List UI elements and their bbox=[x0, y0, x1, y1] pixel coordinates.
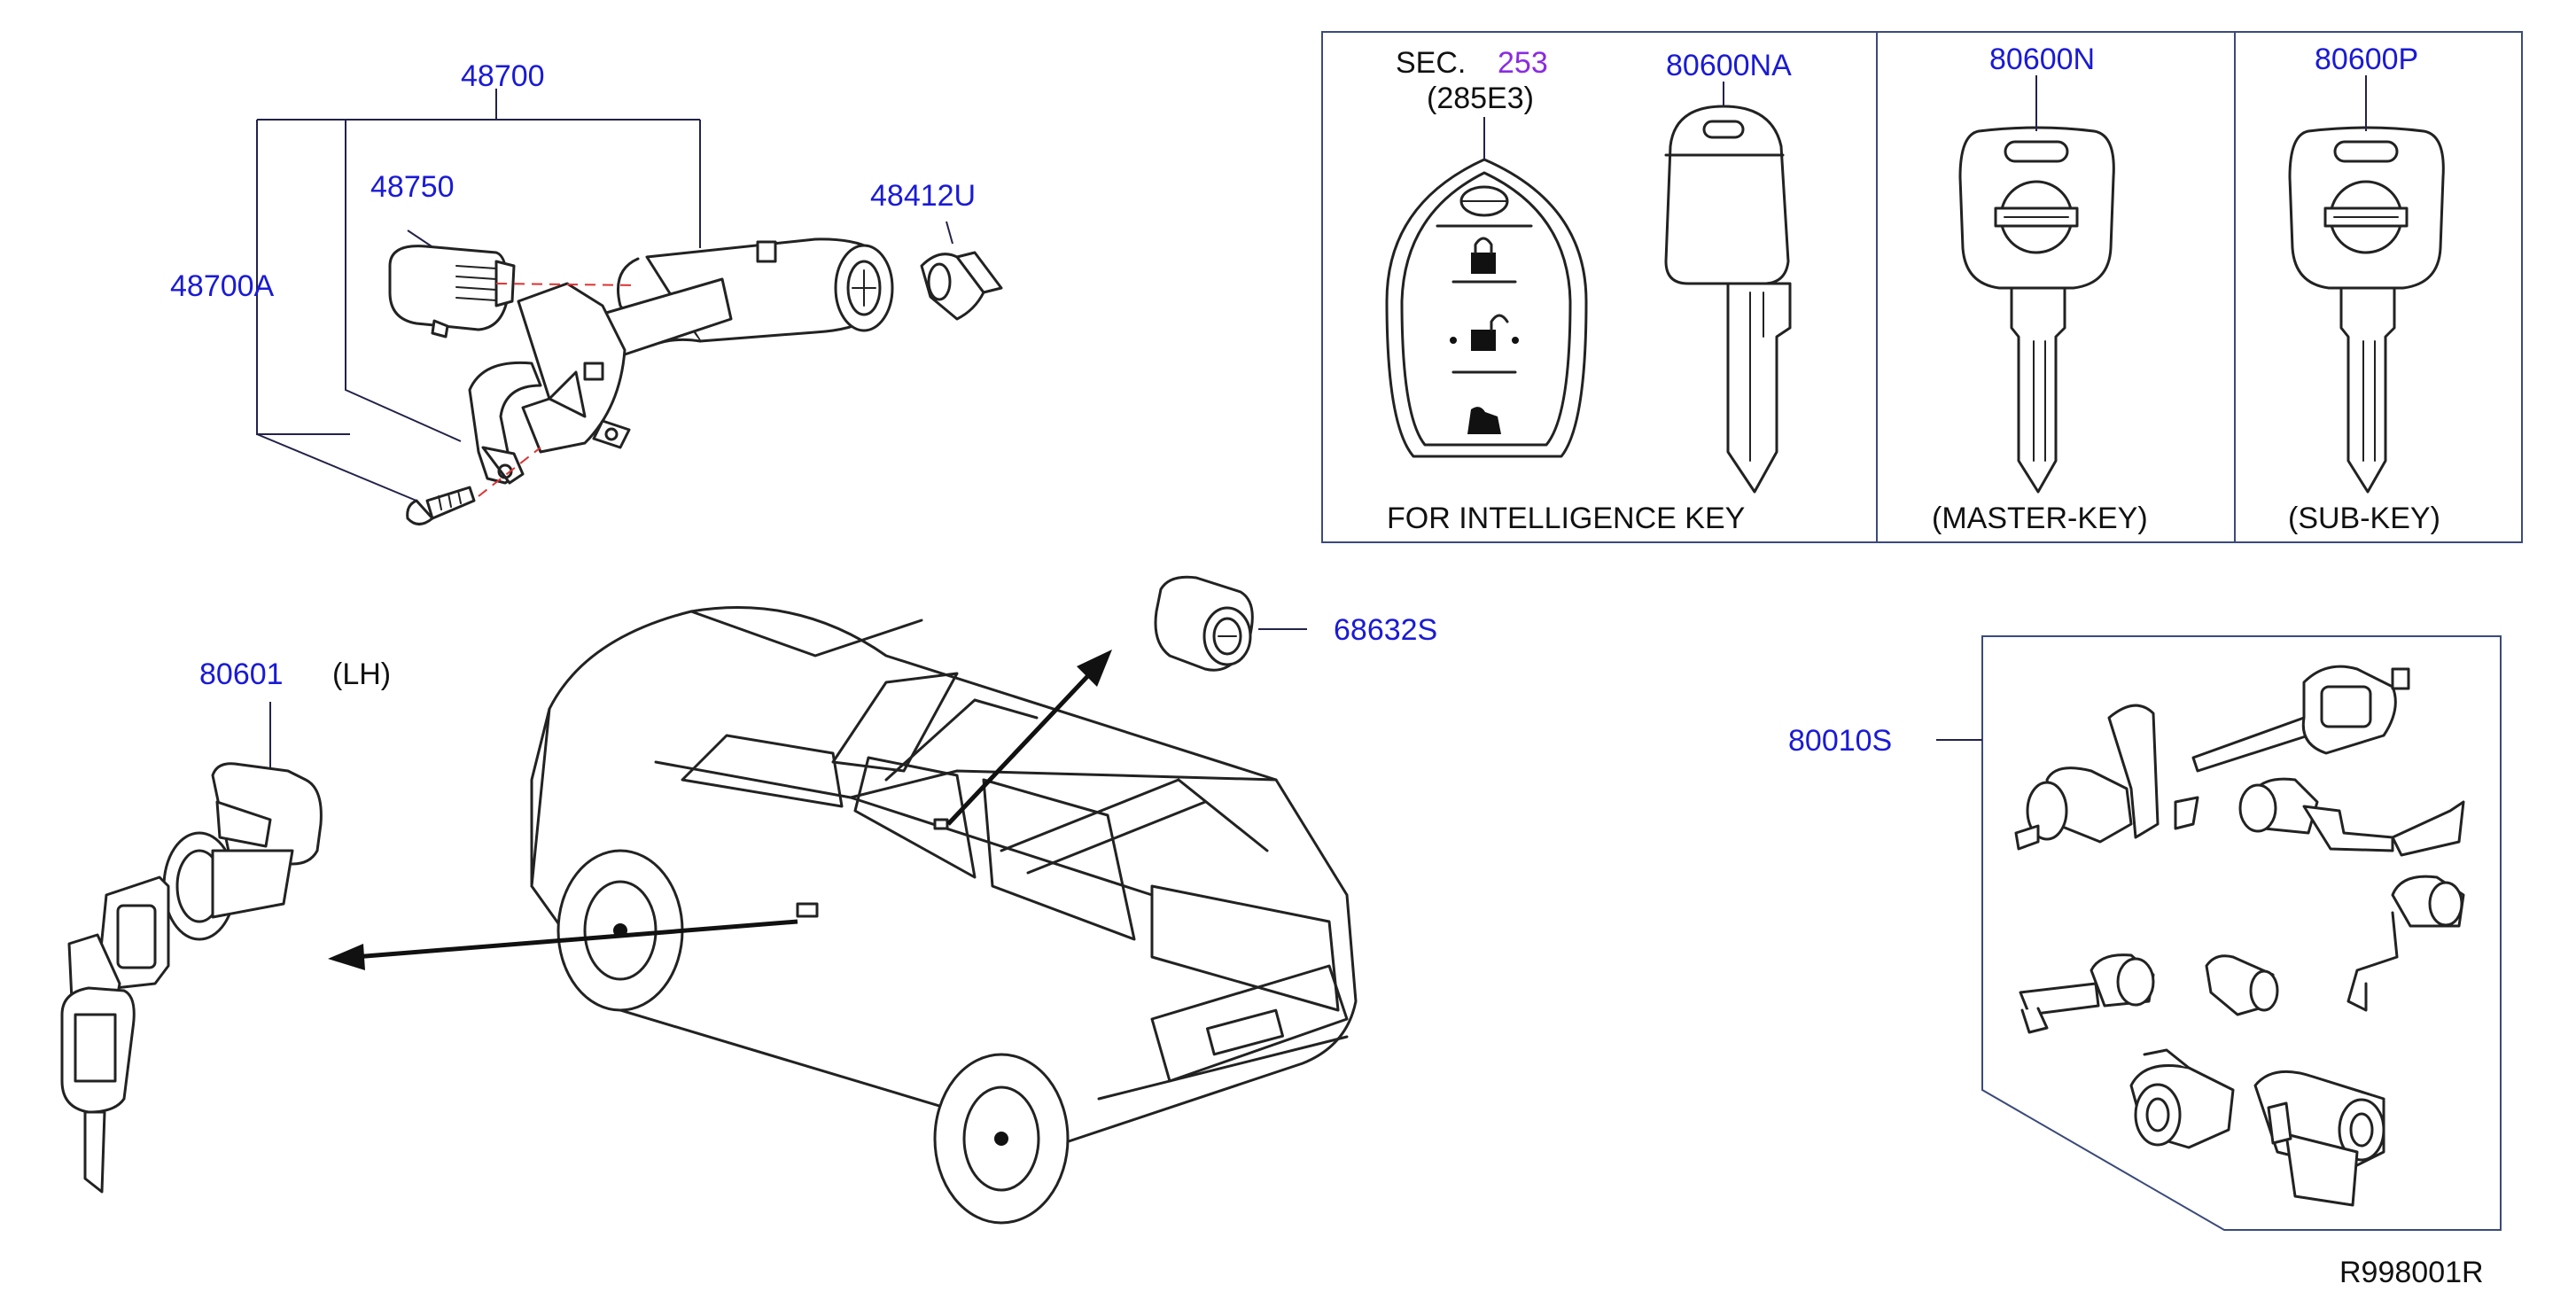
label-48700A: 48700A bbox=[170, 269, 275, 303]
section-number: 253 bbox=[1498, 46, 1548, 80]
ignition-knob-48412U-art bbox=[920, 251, 1003, 321]
lock-icon bbox=[1471, 237, 1496, 274]
label-48700: 48700 bbox=[461, 59, 545, 93]
nissan-logo-icon bbox=[1459, 185, 1509, 217]
figure-reference: R998001R bbox=[2339, 1256, 2484, 1289]
label-68632S: 68632S bbox=[1334, 613, 1437, 647]
label-80010S: 80010S bbox=[1788, 724, 1892, 758]
label-80600N: 80600N bbox=[1989, 43, 2095, 76]
trunk-release-icon bbox=[1467, 407, 1501, 434]
door-lock-cylinder-art bbox=[162, 762, 323, 941]
hatch-lock-68632S-group: 68632S bbox=[1154, 575, 1437, 672]
section-prefix: SEC. bbox=[1396, 46, 1466, 80]
door-key-art bbox=[60, 875, 170, 1194]
vehicle-art bbox=[530, 606, 1358, 1225]
label-48750: 48750 bbox=[370, 170, 455, 204]
sub-key-80600P-art bbox=[2288, 75, 2445, 494]
master-key-80600N-art bbox=[1958, 75, 2115, 494]
label-48412U: 48412U bbox=[870, 179, 976, 213]
lock-set-parts-art bbox=[2014, 665, 2465, 1207]
caption-intelligence-key: FOR INTELLIGENCE KEY bbox=[1387, 502, 1745, 535]
emergency-key-80600NA-art bbox=[1664, 82, 1792, 494]
door-lock-80601-group: 80601 (LH) bbox=[60, 658, 391, 1194]
section-subref: (285E3) bbox=[1427, 82, 1534, 115]
ignition-cylinder-art bbox=[468, 237, 894, 485]
label-lh: (LH) bbox=[332, 658, 391, 691]
caption-sub-key: (SUB-KEY) bbox=[2288, 502, 2440, 535]
label-80600NA: 80600NA bbox=[1666, 49, 1792, 82]
nissan-logo-icon bbox=[2323, 180, 2409, 254]
nissan-logo-icon bbox=[1994, 180, 2079, 254]
screw-48700A-art bbox=[406, 486, 476, 525]
unlock-icon bbox=[1471, 314, 1509, 351]
key-box: SEC. 253 (285E3) 80600NA 80600N 80600P F… bbox=[1321, 31, 2523, 543]
caption-master-key: (MASTER-KEY) bbox=[1932, 502, 2148, 535]
pointer-arrows bbox=[328, 650, 1112, 970]
hatch-lock-art bbox=[1154, 575, 1254, 672]
intelligence-key-fob-art bbox=[1385, 117, 1588, 458]
lock-set-80010S-group: 80010S bbox=[1788, 635, 2502, 1231]
label-80600P: 80600P bbox=[2315, 43, 2418, 76]
ignition-switch-48750-art bbox=[388, 245, 516, 338]
ignition-assembly-group: 48700 48750 48412U 48700A bbox=[170, 59, 1003, 525]
label-80601: 80601 bbox=[199, 658, 284, 691]
